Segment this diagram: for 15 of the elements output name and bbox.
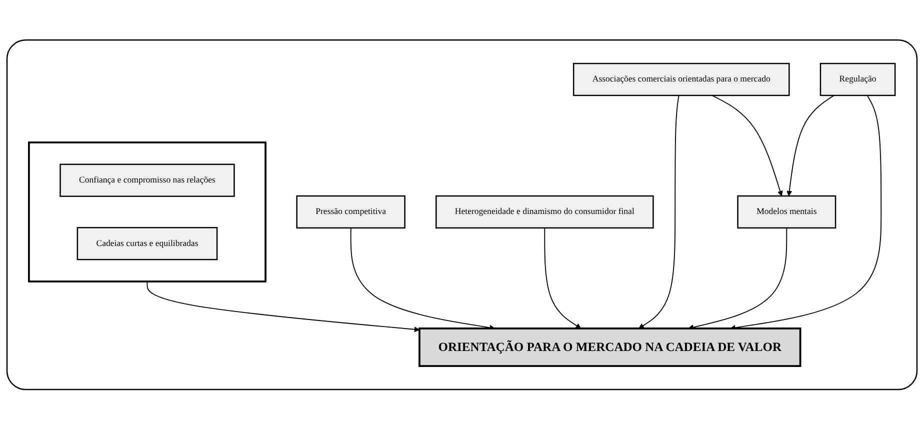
arrow xyxy=(688,228,788,330)
node-box xyxy=(820,63,896,96)
cluster xyxy=(28,142,266,283)
node-box xyxy=(296,196,406,229)
node-box xyxy=(60,164,235,198)
node-box xyxy=(737,196,836,229)
node-box xyxy=(76,227,218,260)
node-box xyxy=(436,196,654,229)
arrow xyxy=(712,95,783,196)
arrow xyxy=(638,95,680,329)
arrow xyxy=(146,281,420,332)
node-box xyxy=(418,328,802,368)
arrow xyxy=(786,95,834,196)
arrow xyxy=(544,228,582,329)
node-box xyxy=(572,63,790,96)
